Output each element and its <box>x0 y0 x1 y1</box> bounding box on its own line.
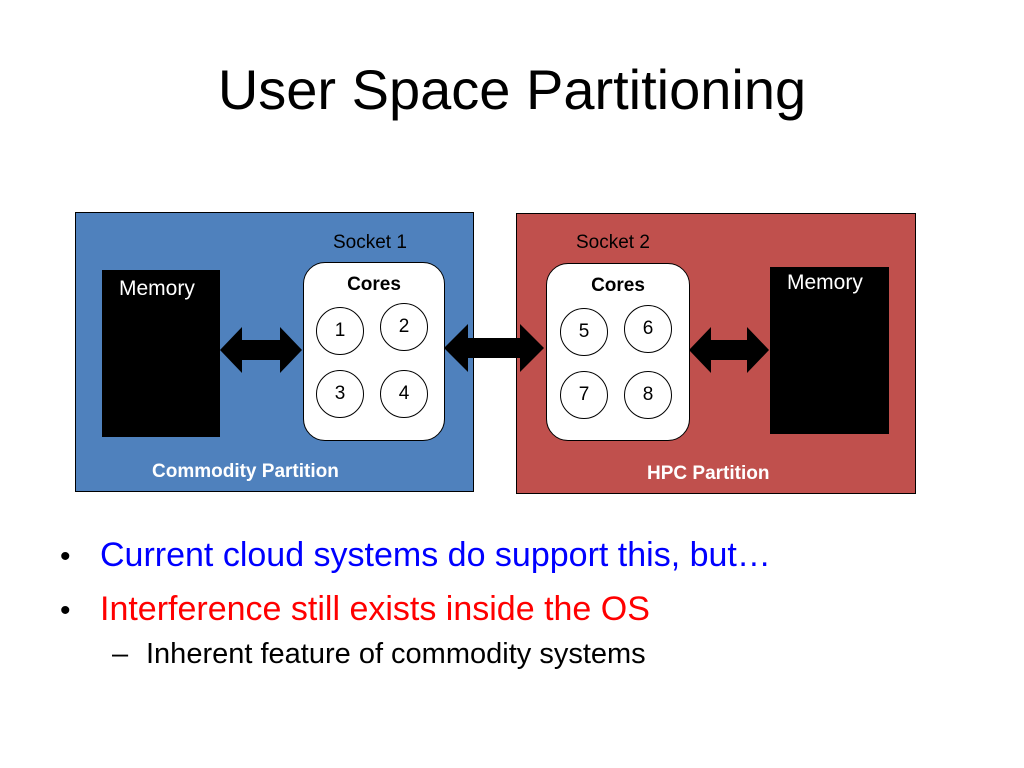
core-2: 2 <box>380 303 428 351</box>
memory-core-arrow-left-shape <box>220 327 302 373</box>
commodity-partition-label: Commodity Partition <box>152 461 339 482</box>
core-7: 7 <box>560 371 608 419</box>
socket-1-label: Socket 1 <box>333 232 407 253</box>
cores-label-right: Cores <box>591 275 645 296</box>
cores-box-left: Cores 1 2 3 4 <box>303 262 445 441</box>
hpc-partition: Socket 2 Cores 5 6 7 8 Memory HPC Partit… <box>516 213 916 494</box>
bullet-marker: • <box>60 540 71 573</box>
bullet-1-text: Current cloud systems do support this, b… <box>100 536 771 574</box>
cores-label-left: Cores <box>347 274 401 295</box>
core-8: 8 <box>624 371 672 419</box>
memory-block-left: Memory <box>102 270 220 437</box>
core-memory-arrow-right-shape <box>689 327 769 373</box>
sub-bullet-1: – Inherent feature of commodity systems <box>112 637 1000 672</box>
socket-2-label: Socket 2 <box>576 232 650 253</box>
core-memory-arrow-right <box>689 327 769 373</box>
sub-bullet-marker: – <box>112 637 129 670</box>
slide-title: User Space Partitioning <box>217 58 807 121</box>
bullet-2: • Interference still exists inside the O… <box>60 582 1000 636</box>
socket-interconnect-arrow <box>444 324 544 372</box>
sub-bullet-1-text: Inherent feature of commodity systems <box>146 637 646 670</box>
core-1: 1 <box>316 307 364 355</box>
bullet-1: • Current cloud systems do support this,… <box>60 528 1000 582</box>
core-6: 6 <box>624 305 672 353</box>
hpc-partition-label: HPC Partition <box>647 463 770 484</box>
commodity-partition: Socket 1 Memory Cores 1 2 3 4 Commodity … <box>75 212 474 492</box>
memory-block-right: Memory <box>770 267 889 434</box>
bullet-marker: • <box>60 594 71 628</box>
bullet-2-text: Interference still exists inside the OS <box>100 590 650 629</box>
core-4: 4 <box>380 370 428 418</box>
core-3: 3 <box>316 370 364 418</box>
bullet-list: • Current cloud systems do support this,… <box>60 528 1000 672</box>
cores-box-right: Cores 5 6 7 8 <box>546 263 690 441</box>
memory-core-arrow-left <box>220 327 302 373</box>
core-5: 5 <box>560 308 608 356</box>
socket-interconnect-arrow-shape <box>444 324 544 372</box>
